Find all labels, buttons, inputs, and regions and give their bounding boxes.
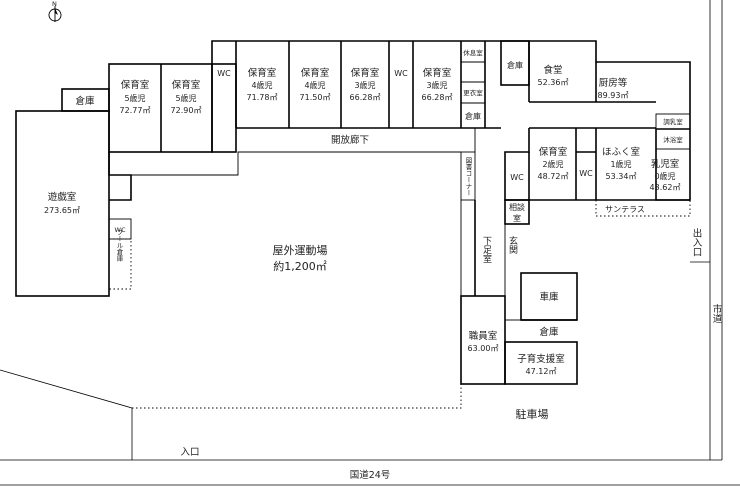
garage: 車庫: [539, 291, 559, 303]
room-4yo-a-name: 保育室: [248, 67, 277, 79]
wc-c: WC: [510, 173, 524, 182]
consult-room-line2: 室: [513, 213, 521, 223]
room-5yo-b-age: 5歳児: [175, 93, 196, 103]
room-3yo-b-area: 66.28㎡: [422, 93, 453, 102]
room-1yo-name: ほふく室: [602, 146, 640, 158]
room-labels: 倉庫 保育室 5歳児 72.77㎡ 保育室 5歳児 72.90㎡ WC 保育室 …: [44, 48, 683, 376]
wc-d: WC: [579, 169, 593, 178]
room-4yo-b-age: 4歳児: [304, 80, 325, 90]
rest-room: 休息室: [463, 48, 483, 57]
changing-room: 更衣室: [463, 88, 483, 97]
room-4yo-b-name: 保育室: [301, 67, 330, 79]
wc-b: WC: [394, 69, 408, 78]
site-labels: 開放廊下 サンテラス 屋外運動場 約1,200㎡ 駐車場 入口 出入口 市道 国…: [180, 134, 722, 481]
staff-room-name: 職員室: [469, 330, 498, 342]
room-3yo-a-name: 保育室: [351, 67, 380, 79]
storage-mid: 倉庫: [465, 111, 481, 121]
compass-north-label: N: [52, 0, 57, 8]
room-5yo-a-name: 保育室: [121, 79, 150, 91]
wc-a: WC: [217, 69, 231, 78]
pool-storage: プール倉庫: [115, 228, 123, 262]
sun-terrace-label: サンテラス: [605, 205, 645, 214]
room-0yo-area: 43.62㎡: [650, 183, 681, 192]
reading-corner: 図書コーナー: [464, 157, 472, 196]
room-1yo-age: 1歳児: [610, 159, 631, 169]
playground-area: 約1,200㎡: [273, 259, 327, 273]
wc-e: WC: [115, 226, 126, 234]
room-5yo-b-area: 72.90㎡: [171, 106, 202, 115]
room-0yo-name: 乳児室: [651, 158, 680, 170]
room-1yo-area: 53.34㎡: [606, 172, 637, 181]
room-3yo-a-age: 3歳児: [354, 80, 375, 90]
dining-name: 食堂: [543, 64, 562, 76]
national-road-label: 国道24号: [350, 469, 391, 481]
room-5yo-b-name: 保育室: [172, 79, 201, 91]
entrance-right-label: 出入口: [691, 227, 703, 256]
entrance-bottom-label: 入口: [180, 447, 199, 458]
corridor-label: 開放廊下: [331, 134, 369, 146]
room-4yo-a-area: 71.78㎡: [247, 93, 278, 102]
room-5yo-a-area: 72.77㎡: [120, 106, 151, 115]
childcare-support-area: 47.12㎡: [526, 367, 557, 376]
room-2yo-area: 48.72㎡: [538, 172, 569, 181]
room-2yo-age: 2歳児: [542, 159, 563, 169]
room-5yo-a-age: 5歳児: [124, 93, 145, 103]
staff-room-area: 63.00㎡: [468, 344, 499, 353]
kitchen-area: 89.93㎡: [598, 91, 629, 100]
playground-name: 屋外運動場: [273, 243, 328, 257]
storage-top-left: 倉庫: [75, 95, 95, 107]
playroom-area: 273.65㎡: [44, 206, 80, 215]
room-3yo-b-age: 3歳児: [426, 80, 447, 90]
playroom-name: 遊戯室: [48, 191, 77, 203]
room-4yo-b-area: 71.50㎡: [300, 93, 331, 102]
parking-label: 駐車場: [516, 407, 549, 421]
bath-room: 沐浴室: [663, 135, 683, 144]
dining-area: 52.36㎡: [538, 78, 569, 87]
childcare-support-name: 子育支援室: [517, 353, 565, 365]
storage-top-right: 倉庫: [507, 60, 523, 70]
room-3yo-a-area: 66.28㎡: [350, 93, 381, 102]
city-road-label: 市道: [711, 303, 723, 324]
room-2yo-name: 保育室: [539, 146, 568, 158]
building-walls: [15, 40, 691, 409]
room-3yo-b-name: 保育室: [423, 67, 452, 79]
formula-room: 調乳室: [663, 117, 683, 126]
compass-icon: N: [48, 0, 62, 22]
entrance-hall: 玄関: [507, 235, 518, 255]
shoe-room: 下足室: [481, 236, 492, 263]
kitchen-name: 厨房等: [599, 77, 628, 89]
storage-bottom: 倉庫: [539, 326, 559, 338]
room-0yo-age: 0歳児: [654, 171, 675, 181]
consult-room-line1: 相談: [509, 202, 525, 212]
room-4yo-a-age: 4歳児: [251, 80, 272, 90]
